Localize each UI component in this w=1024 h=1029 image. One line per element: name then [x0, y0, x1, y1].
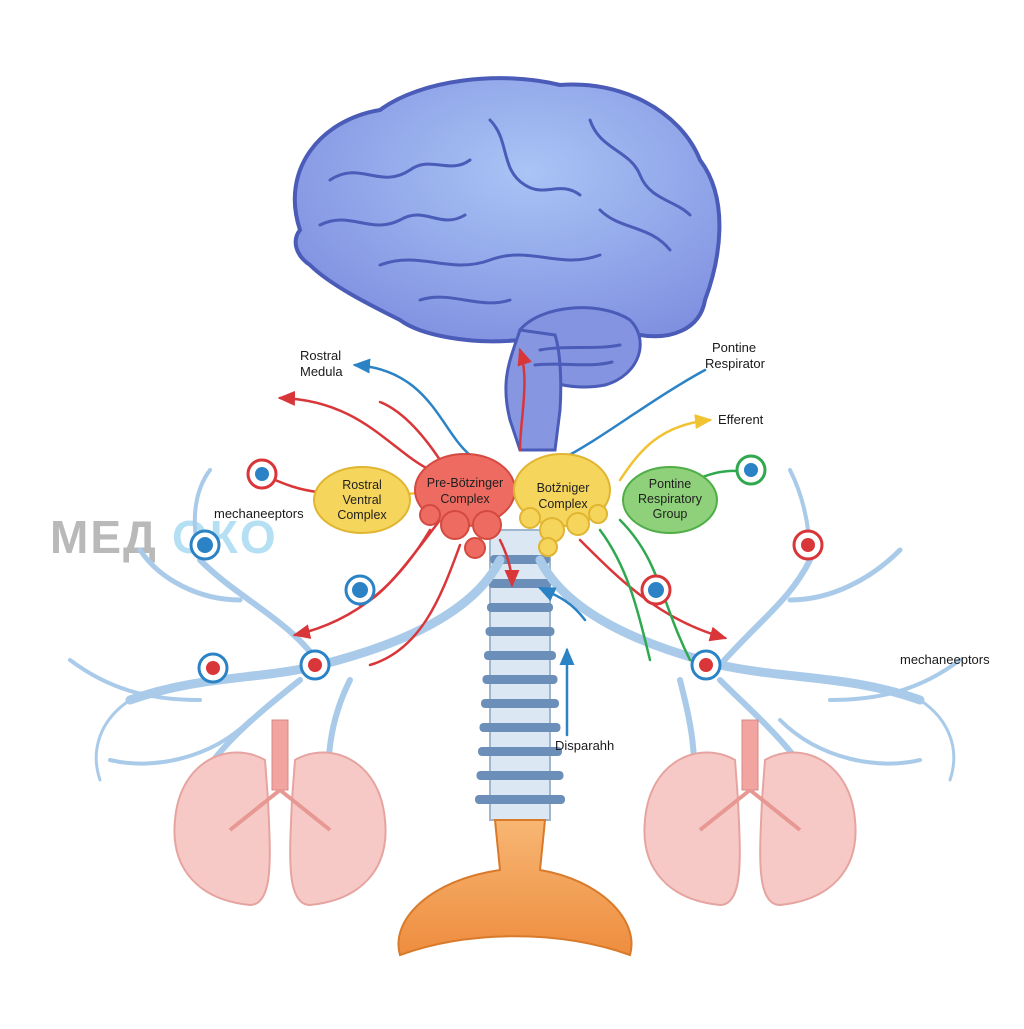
trachea-ring	[484, 651, 556, 660]
rvc-label-1: Rostral	[342, 478, 382, 492]
right-lung-trachea	[741, 719, 759, 791]
receptors	[189, 454, 824, 684]
trachea-ring	[476, 771, 564, 780]
receptor-3	[344, 574, 376, 606]
trachea-rings	[475, 555, 565, 804]
trachea-ring	[479, 723, 561, 732]
node-prg: Pontine Respiratory Group	[622, 466, 718, 534]
right-lung-right-lobe	[759, 751, 857, 907]
label-mechanoreceptors-right: mechaneeptors	[900, 652, 990, 667]
receptor-2	[189, 529, 221, 561]
pathway-red-to-brain	[517, 347, 532, 452]
rvc-label-3: Complex	[337, 508, 387, 522]
prebotzinger-label-1: Pre-Bötzinger	[427, 476, 503, 490]
pathway-blue-pontine	[558, 368, 707, 462]
diaphragm-shape	[397, 819, 633, 957]
pathway-blue-rostral	[352, 358, 472, 457]
trachea-ring	[490, 555, 550, 564]
receptor-9	[690, 649, 722, 681]
label-mechanoreceptors-left: mechaneeptors	[214, 506, 304, 521]
left-lung-right-lobe	[289, 751, 387, 907]
pathway-red-left-down	[292, 528, 432, 639]
watermark: МЕД ОКО	[50, 511, 278, 563]
trachea-ring	[482, 675, 558, 684]
left-lung-left-lobe	[173, 751, 271, 907]
labels: Rostral Medula Pontine Respirator Effere…	[214, 340, 990, 753]
pathway-red-upper-left	[277, 390, 432, 472]
label-rostral-1: Rostral	[300, 348, 341, 363]
left-lung-trachea	[271, 719, 289, 791]
brain	[292, 76, 722, 452]
label-pontine-1: Pontine	[712, 340, 756, 355]
prg-label-1: Pontine	[649, 477, 691, 491]
right-lungs	[643, 719, 857, 907]
neural-pathways	[260, 347, 747, 737]
botzinger-label-2: Complex	[538, 497, 588, 511]
receptor-8	[640, 574, 672, 606]
watermark-left: МЕД	[50, 511, 158, 563]
pathway-yellow-efferent	[618, 414, 713, 482]
label-pontine-2: Respirator	[705, 356, 766, 371]
diaphragm	[397, 819, 633, 957]
receptor-5	[299, 649, 331, 681]
botzinger-label-1: Botžniger	[537, 481, 590, 495]
node-botzinger: Botžniger Complex	[513, 453, 611, 557]
rvc-label-2: Ventral	[343, 493, 382, 507]
brain-folds	[318, 118, 692, 367]
label-rostral-2: Medula	[300, 364, 343, 379]
trachea-ring	[485, 627, 555, 636]
receptor-7	[792, 529, 824, 561]
watermark-right: ОКО	[172, 511, 278, 563]
trachea-ring	[487, 603, 553, 612]
trachea-ring	[475, 795, 565, 804]
trachea-ring	[478, 747, 562, 756]
left-lungs	[173, 719, 387, 907]
receptor-4	[197, 652, 229, 684]
trachea-ring	[488, 579, 552, 588]
receptor-1	[246, 458, 278, 490]
prg-label-2: Respiratory	[638, 492, 703, 506]
pathway-red-trachea	[498, 538, 520, 588]
receptor-6	[735, 454, 767, 486]
label-efferent: Efferent	[718, 412, 764, 427]
prebotzinger-label-2: Complex	[440, 492, 490, 506]
right-lung-left-lobe	[643, 751, 741, 907]
label-diaphragm: Disparahh	[555, 738, 614, 753]
node-prebotzinger: Pre-Bötzinger Complex	[414, 453, 516, 559]
prg-label-3: Group	[653, 507, 688, 521]
node-rvc: Rostral Ventral Complex	[313, 466, 411, 534]
cerebrum	[292, 76, 722, 347]
trachea-ring	[481, 699, 559, 708]
